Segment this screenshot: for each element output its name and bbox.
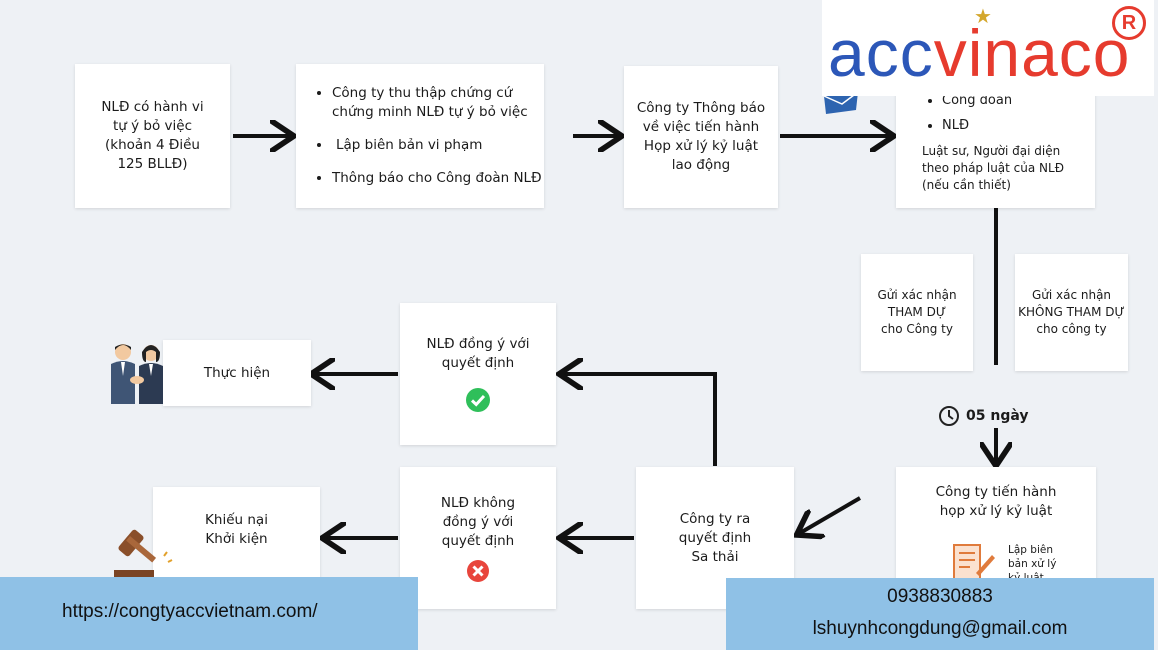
handshake-icon — [111, 344, 163, 404]
arrow-b7-b8 — [800, 496, 862, 533]
check-circle-icon — [466, 388, 490, 412]
footer-contact-bar: 0938830883 lshuynhcongdung@gmail.com — [726, 578, 1154, 650]
participant-item: NLĐ — [942, 116, 1095, 135]
x-circle-icon — [467, 559, 489, 582]
hold-meeting-title: Công ty tiến hành họp xử lý kỷ luật — [935, 484, 1057, 519]
box-notify-meeting: Công ty Thông báo về việc tiến hành Họp … — [624, 66, 778, 208]
participant-item: Công đoàn — [942, 91, 1095, 110]
website-link[interactable]: https://congtyaccvietnam.com/ — [62, 601, 318, 622]
box-complaint-lawsuit: Khiếu nại Khởi kiện — [153, 487, 320, 587]
box-execute: Thực hiện — [163, 340, 311, 406]
box-violation: NLĐ có hành vi tự ý bỏ việc (khoản 4 Điề… — [75, 64, 230, 208]
disagree-label: NLĐ không đồng ý với quyết định — [440, 494, 516, 549]
phone-number: 0938830883 — [887, 586, 993, 607]
arrow-b8-b9 — [563, 374, 717, 466]
logo-wordmark: accvinaco — [828, 18, 1131, 88]
agree-label: NLĐ đồng ý với quyết định — [426, 336, 530, 371]
evidence-item: Thông báo cho Công đoàn NLĐ — [332, 169, 544, 188]
document-pen-icon — [953, 544, 995, 580]
box-hold-meeting: Công ty tiến hành họp xử lý kỷ luật Lập … — [896, 467, 1096, 584]
gavel-icon — [114, 529, 173, 578]
days-label: 05 ngày — [966, 408, 1029, 424]
evidence-item: Công ty thu thập chứng cứ chứng minh NLĐ… — [332, 84, 544, 122]
box-employee-disagrees: NLĐ không đồng ý với quyết định — [400, 467, 556, 609]
clock-icon — [939, 406, 959, 426]
box-confirm-attend: Gửi xác nhận THAM DỰ cho Công ty — [861, 254, 973, 371]
box-evidence: Công ty thu thập chứng cứ chứng minh NLĐ… — [296, 64, 544, 208]
star-icon: ★ — [974, 4, 992, 28]
participant-note: Luật sư, Người đại diện theo pháp luật c… — [922, 144, 1065, 192]
evidence-item: Lập biên bản vi phạm — [332, 136, 544, 155]
envelope-icon — [823, 92, 859, 114]
registered-mark: R — [1112, 6, 1146, 40]
logo-part-2: vinaco — [933, 16, 1131, 90]
footer-url-bar: https://congtyaccvietnam.com/ — [0, 577, 418, 650]
logo-part-1: acc — [828, 16, 934, 90]
email-address[interactable]: lshuynhcongdung@gmail.com — [812, 618, 1068, 639]
box-employee-agrees: NLĐ đồng ý với quyết định — [400, 303, 556, 445]
box-confirm-not-attend: Gửi xác nhận KHÔNG THAM DỰ cho công ty — [1015, 254, 1128, 371]
brand-logo: ★ accvinaco R — [822, 0, 1154, 96]
